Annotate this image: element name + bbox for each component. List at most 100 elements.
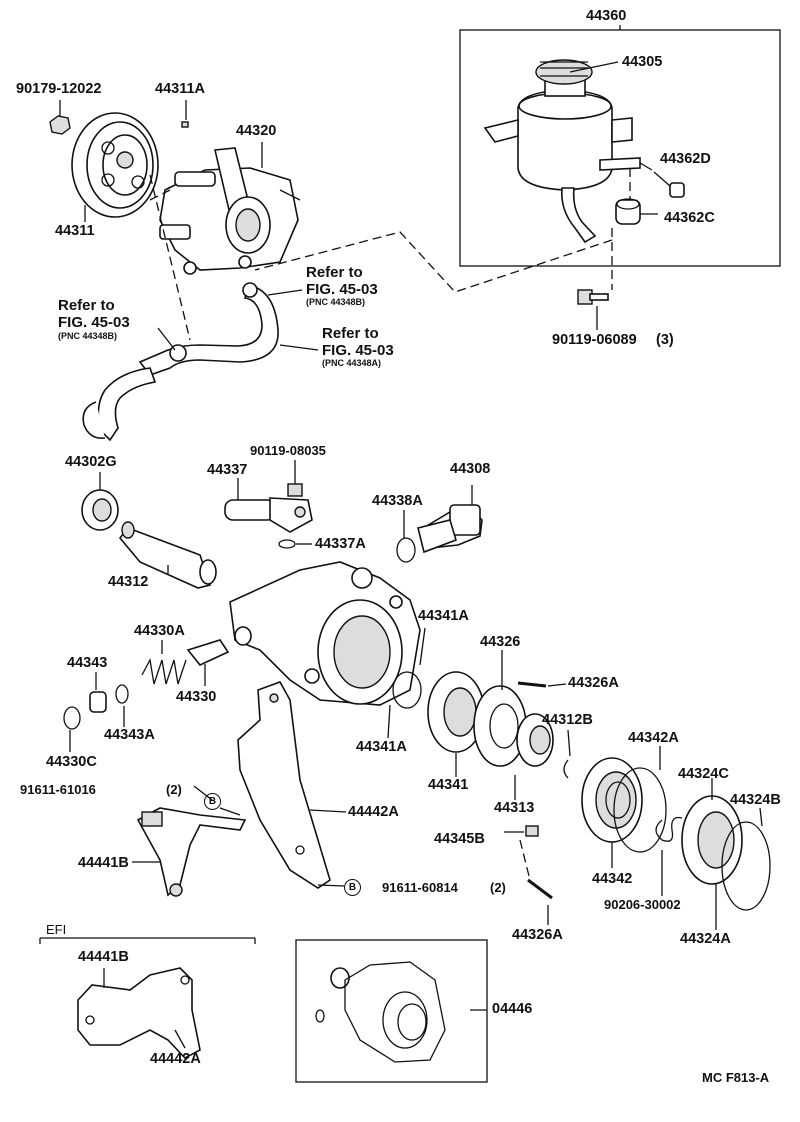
label-44362C: 44362C [664,210,715,226]
rotor-44313 [516,713,554,767]
return-hose [82,367,157,442]
label-44337A: 44337A [315,536,366,552]
pressure-hose [138,282,279,376]
label-91611-60814: 91611-60814 [382,880,458,895]
spring-90206-30002 [655,816,683,842]
reference-3-line2: FIG. 45-03 [322,342,394,360]
flow-valve-44308 [417,504,483,554]
reference-2-line2: FIG. 45-03 [58,314,130,332]
label-44441B-efi: 44441B [78,949,129,965]
label-44311: 44311 [55,223,95,239]
reference-note-3: Refer to FIG. 45-03 [322,325,394,360]
pump-assembly-44320 [159,147,301,275]
nut-90179-12022 [49,115,71,135]
shaft-44312 [118,521,217,589]
bracket-44442A [237,681,331,889]
label-44342: 44342 [592,871,633,887]
label-44343: 44343 [67,655,108,671]
label-44362D: 44362D [660,151,711,167]
label-44343A: 44343A [104,727,155,743]
grommet-44362C [615,198,641,225]
label-44326: 44326 [480,634,521,650]
o-ring-44337A [278,539,296,549]
label-91611-61016: 91611-61016 [20,782,96,797]
valve-44330 [186,639,230,666]
plug-44343 [89,691,107,713]
reference-1-pnc: (PNC 44348B) [306,297,366,307]
label-44311A: 44311A [155,81,205,97]
pin-44326A-top [517,681,547,688]
label-44305: 44305 [622,54,663,70]
label-44313: 44313 [494,800,535,816]
pin-44326A-bottom [527,878,553,900]
callout-marker-b-2: B [344,879,361,896]
label-90119-06089: 90119-06089 [552,332,637,348]
vane-44345B [525,825,539,837]
label-44312: 44312 [108,574,149,590]
label-44330C: 44330C [46,754,97,770]
label-44345B: 44345B [434,831,485,847]
bolt-90119-06089 [577,289,609,305]
label-44308: 44308 [450,461,491,477]
union-fitting-44337 [224,497,313,533]
label-90119-06089-qty: (3) [656,332,674,348]
label-44320: 44320 [236,123,277,139]
label-efi: EFI [46,922,67,937]
label-44330A: 44330A [134,623,185,639]
pump-housing [229,561,421,706]
o-ring-44341A [392,671,422,709]
key-44311A [181,121,189,128]
label-44337: 44337 [207,462,248,478]
reference-note-1: Refer to FIG. 45-03 [306,264,378,299]
label-44341: 44341 [428,777,469,793]
label-44324C: 44324C [678,766,729,782]
side-plate-44341 [427,671,485,753]
efi-bracket-assembly [77,967,201,1059]
label-90179-12022: 90179-12022 [16,81,102,97]
label-44324A: 44324A [680,931,731,947]
label-44324B: 44324B [730,792,781,808]
grommet-44362D [669,182,685,198]
bracket-44441B [136,807,247,897]
label-44341A-bottom: 44341A [356,739,407,755]
reference-2-pnc: (PNC 44348B) [58,331,118,341]
o-ring-44342A [613,767,667,853]
label-44342A: 44342A [628,730,679,746]
o-ring-44338A [396,537,416,563]
rear-plate-44342 [581,757,643,843]
bearing-44302G [81,489,119,531]
label-44341A-top: 44341A [418,608,469,624]
reservoir-assembly-box [459,29,781,267]
spring-44330A [141,658,187,685]
label-44326A-bottom: 44326A [512,927,563,943]
reference-1-line1: Refer to [306,264,363,281]
gasket-kit-parts [315,961,446,1063]
snap-ring-44330C [63,706,81,730]
callout-marker-b-1: B [204,793,221,810]
snap-ring-44312B [563,759,569,779]
reference-1-line2: FIG. 45-03 [306,281,378,299]
reference-note-2: Refer to FIG. 45-03 [58,297,130,332]
reservoir-tank [483,59,653,244]
label-44442A-efi: 44442A [150,1051,201,1067]
cam-ring-44326 [473,685,527,767]
reference-2-line1: Refer to [58,297,115,314]
label-44302G: 44302G [65,454,117,470]
label-91611-60814-qty: (2) [490,880,506,895]
o-ring-44343A [115,684,129,704]
label-91611-61016-qty: (2) [166,782,182,797]
figure-code: MC F813-A [702,1070,770,1085]
reference-3-pnc: (PNC 44348A) [322,358,382,368]
label-90206-30002: 90206-30002 [604,897,681,912]
end-cover-44324C [681,795,743,885]
snap-ring-44324B [721,821,771,911]
label-44441B: 44441B [78,855,129,871]
bolt-90119-08035 [287,460,303,497]
label-44442A: 44442A [348,804,399,820]
label-44338A: 44338A [372,493,423,509]
pulley-44311 [71,112,159,218]
gasket-kit-box [295,939,488,1083]
label-44326A-top: 44326A [568,675,619,691]
